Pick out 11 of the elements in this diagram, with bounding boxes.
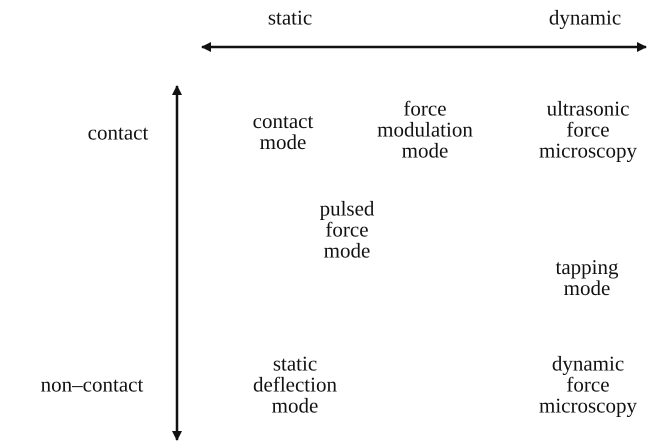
axis-label: non–contact bbox=[40, 374, 144, 396]
mode-label: static deflection mode bbox=[252, 354, 338, 416]
axis-label: contact bbox=[88, 122, 148, 144]
mode-label: contact mode bbox=[252, 111, 314, 153]
mode-label: dynamic force microscopy bbox=[538, 354, 638, 416]
mode-label: pulsed force mode bbox=[318, 198, 376, 262]
mode-label: ultrasonic force microscopy bbox=[538, 98, 638, 162]
axis-label: dynamic bbox=[548, 8, 622, 28]
mode-label: tapping mode bbox=[554, 257, 620, 299]
axis-label: static bbox=[268, 8, 312, 28]
mode-label: force modulation mode bbox=[376, 98, 474, 162]
